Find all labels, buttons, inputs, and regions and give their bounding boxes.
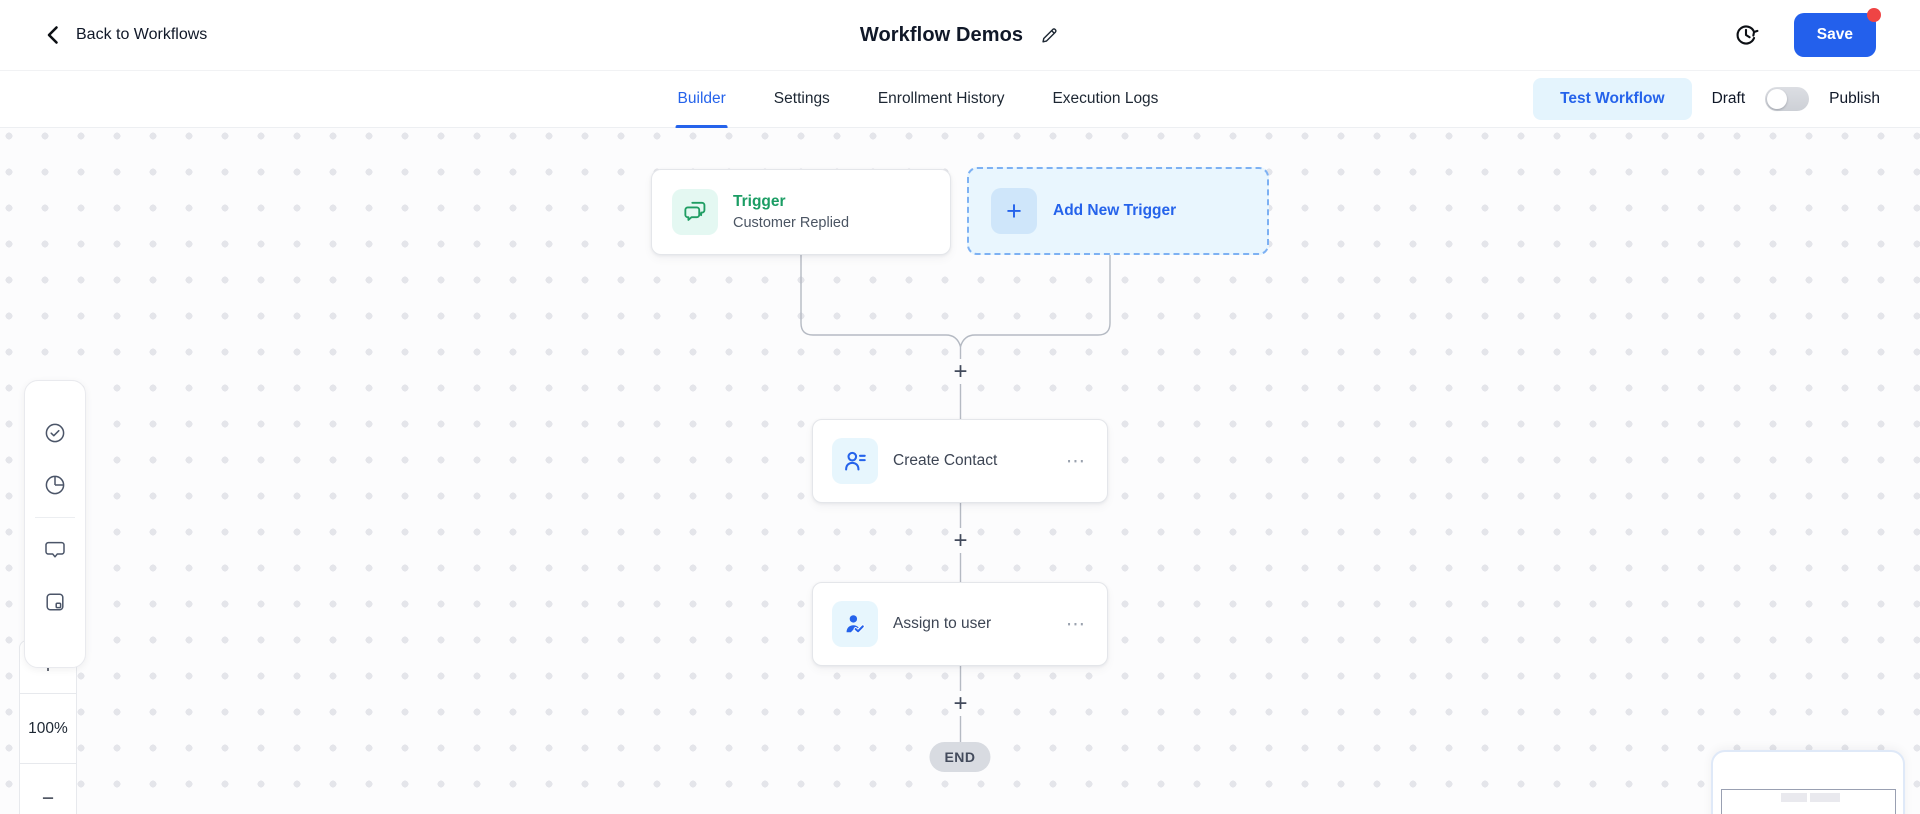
save-label: Save	[1816, 26, 1853, 43]
trigger-icon-container	[672, 189, 718, 235]
action-node-create-contact[interactable]: Create Contact ⋯	[812, 419, 1108, 503]
action-icon-container	[832, 601, 878, 647]
version-history-clock-icon[interactable]	[1732, 21, 1760, 49]
tab-settings[interactable]: Settings	[773, 90, 830, 107]
action-label: Assign to user	[893, 615, 992, 632]
draft-label: Draft	[1711, 90, 1746, 107]
add-step-button[interactable]: +	[953, 357, 968, 385]
canvas-minimap[interactable]	[1711, 750, 1905, 814]
zoom-out-button[interactable]: −	[20, 763, 76, 814]
action-node-assign-to-user[interactable]: Assign to user ⋯	[812, 582, 1108, 666]
add-step-button[interactable]: +	[953, 689, 968, 717]
page-title: Workflow Demos	[859, 23, 1024, 46]
publish-toggle[interactable]	[1765, 87, 1810, 111]
test-workflow-button[interactable]: Test Workflow	[1533, 78, 1692, 120]
unsaved-changes-dot	[1867, 8, 1881, 22]
toggle-knob	[1767, 89, 1788, 109]
tab-builder[interactable]: Builder	[675, 71, 728, 128]
stats-tool-button[interactable]	[24, 459, 86, 511]
toolbar-divider	[35, 517, 75, 518]
tab-bar-right-controls: Test Workflow Draft Publish	[1533, 71, 1880, 127]
header-right-actions: Save	[1732, 0, 1881, 70]
title-wrap: Workflow Demos	[860, 0, 1060, 70]
tab-enrollment-history[interactable]: Enrollment History	[877, 90, 1005, 107]
zoom-level-indicator: 100%	[20, 693, 76, 763]
back-label: Back to Workflows	[76, 26, 208, 43]
action-label: Create Contact	[893, 452, 998, 469]
chat-bubble-icon	[45, 541, 65, 558]
comments-tool-button[interactable]	[24, 524, 86, 576]
check-circle-icon	[45, 423, 65, 443]
add-new-trigger-button[interactable]: + Add New Trigger	[967, 167, 1269, 255]
tab-execution-logs[interactable]: Execution Logs	[1052, 90, 1159, 107]
workflow-canvas[interactable]: Trigger Customer Replied + Add New Trigg…	[0, 128, 1920, 814]
end-marker: END	[929, 742, 991, 772]
minimap-viewport	[1721, 789, 1896, 814]
action-icon-container	[832, 438, 878, 484]
add-step-button[interactable]: +	[953, 526, 968, 554]
back-to-workflows-button[interactable]: Back to Workflows	[42, 0, 207, 70]
node-more-menu[interactable]: ⋯	[1066, 450, 1086, 472]
tabs-group: Builder Settings Enrollment History Exec…	[675, 71, 1159, 128]
trigger-node[interactable]: Trigger Customer Replied	[651, 169, 951, 255]
active-tab-underline	[675, 125, 728, 128]
user-check-icon	[846, 615, 865, 634]
trigger-text: Trigger Customer Replied	[733, 193, 849, 231]
chevron-left-icon	[47, 26, 58, 44]
minimap-node	[1781, 793, 1807, 802]
add-new-trigger-label: Add New Trigger	[1053, 202, 1177, 219]
note-icon	[46, 593, 64, 611]
save-button[interactable]: Save	[1793, 8, 1881, 57]
top-header: Back to Workflows Workflow Demos Save	[0, 0, 1920, 70]
edit-pencil-icon[interactable]	[1039, 25, 1060, 46]
minimap-node	[1810, 793, 1840, 802]
pie-chart-icon	[45, 475, 65, 495]
node-more-menu[interactable]: ⋯	[1066, 613, 1086, 635]
trigger-subtitle: Customer Replied	[733, 215, 850, 231]
canvas-side-toolbar	[24, 380, 86, 668]
plus-icon: +	[991, 188, 1037, 234]
chat-bubbles-icon	[684, 201, 706, 221]
tab-bar: Builder Settings Enrollment History Exec…	[0, 70, 1920, 128]
publish-label: Publish	[1829, 90, 1880, 107]
user-list-icon	[845, 451, 866, 471]
trigger-title: Trigger	[733, 193, 786, 210]
validate-tool-button[interactable]	[24, 407, 86, 459]
notes-tool-button[interactable]	[24, 576, 86, 628]
